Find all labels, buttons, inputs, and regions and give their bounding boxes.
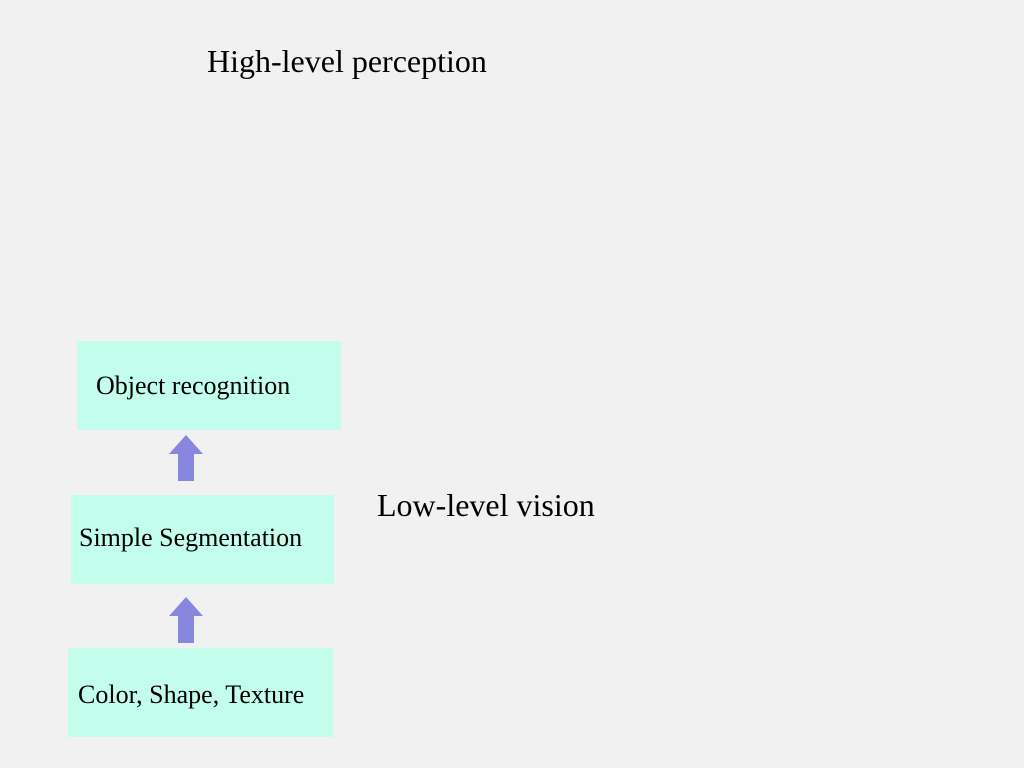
arrow-up-icon — [169, 597, 203, 643]
object-recognition-box: Object recognition — [77, 341, 341, 430]
low-level-vision-label: Low-level vision — [377, 487, 595, 523]
simple-segmentation-box: Simple Segmentation — [71, 495, 334, 584]
arrow-up-icon — [169, 435, 203, 481]
high-level-perception-label: High-level perception — [207, 43, 487, 79]
object-recognition-label: Object recognition — [96, 370, 291, 400]
simple-segmentation-label: Simple Segmentation — [79, 522, 303, 552]
color-shape-texture-box: Color, Shape, Texture — [68, 648, 333, 737]
color-shape-texture-label: Color, Shape, Texture — [78, 679, 305, 709]
